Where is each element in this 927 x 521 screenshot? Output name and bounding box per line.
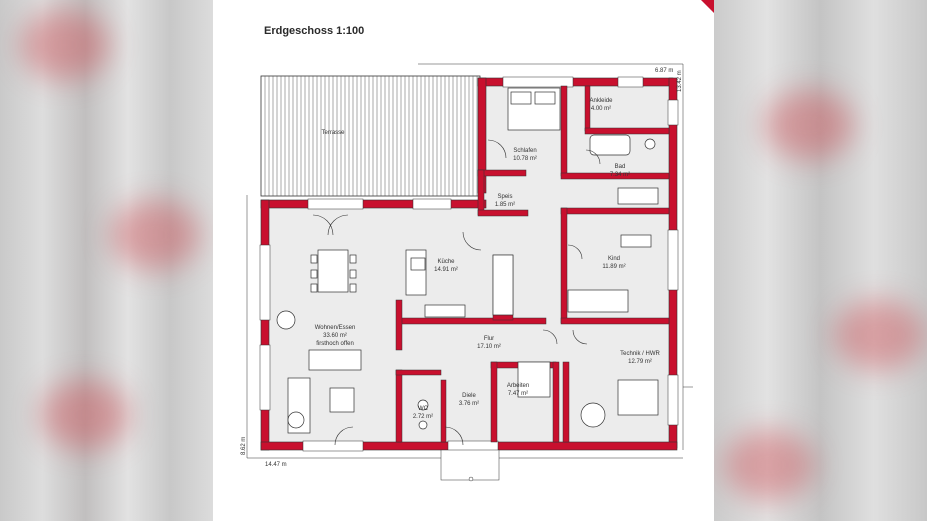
corner-mark (701, 0, 714, 13)
desk-kind (620, 234, 652, 248)
page-title: Erdgeschoss 1:100 (264, 25, 365, 37)
room-wc-area: 2.72 m² (413, 414, 433, 420)
room-wohnen-note: firsthoch offen (316, 341, 354, 347)
wc-toilet (417, 399, 429, 411)
floorplan-page: Erdgeschoss 1:100 (213, 0, 714, 521)
kitchen-counter (405, 249, 427, 296)
room-kueche-name: Küche (437, 259, 455, 265)
room-diele-name: Diele (462, 393, 476, 399)
left-blurred-background (0, 0, 213, 521)
chair (310, 254, 318, 264)
room-terrasse-name: Terrasse (321, 130, 345, 136)
window-openings (259, 76, 679, 452)
room-wohnen-name: Wohnen/Essen (315, 325, 356, 331)
floorplan-drawing: 6.87 m 13.42 m 8.62 m 14.47 m Terrasse S… (241, 0, 714, 482)
armchair (287, 411, 305, 429)
background-blot (110, 200, 200, 270)
room-technik-name: Technik / HWR (620, 351, 660, 357)
cooktop (410, 257, 426, 271)
sofa (308, 349, 362, 371)
sink-cabinet (617, 187, 659, 205)
armchair (276, 310, 296, 330)
room-flur-name: Flur (484, 336, 494, 342)
single-bed (567, 289, 629, 313)
room-schlafen-name: Schlafen (513, 148, 536, 154)
boiler (580, 402, 606, 428)
pillow (510, 91, 532, 105)
room-bad-name: Bad (615, 164, 626, 170)
door-swings (312, 139, 601, 446)
room-diele-area: 3.76 m² (459, 401, 479, 407)
furniture (276, 87, 659, 434)
kitchen-tall-cabinet (492, 254, 514, 316)
dim-top-width: 6.87 m (655, 68, 673, 74)
room-ankleide-area: 4.00 m² (591, 106, 611, 112)
coffee-table (329, 387, 355, 413)
right-blurred-background (714, 0, 927, 521)
room-wc-name: WC (418, 406, 429, 412)
background-blot (764, 90, 854, 160)
kitchen-sink-counter (424, 304, 466, 318)
background-blot (724, 430, 814, 500)
dimension-lines (246, 63, 693, 459)
room-arbeiten-name: Arbeiten (507, 383, 529, 389)
chair (349, 269, 357, 279)
dim-right-height: 13.42 m (677, 70, 683, 92)
technik-units (617, 379, 659, 416)
bathtub (589, 134, 631, 156)
background-blot (40, 380, 130, 450)
room-labels: Terrasse Schlafen 10.78 m² Ankleide 4.00… (315, 98, 661, 420)
room-bad-area: 7.34 m² (610, 172, 630, 178)
chair (310, 283, 318, 293)
wc-basin (418, 420, 428, 430)
dining-table (317, 249, 349, 293)
room-wohnen-area: 33.60 m² (323, 333, 347, 339)
dim-bottom-width: 14.47 m (265, 462, 287, 468)
room-arbeiten-area: 7.47 m² (508, 391, 528, 397)
chair (349, 283, 357, 293)
background-blot (834, 300, 924, 370)
room-technik-area: 12.79 m² (628, 359, 652, 365)
room-ankleide-name: Ankleide (589, 98, 613, 104)
terrace-decking (260, 75, 481, 197)
room-flur-area: 17.10 m² (477, 344, 501, 350)
chair (310, 269, 318, 279)
room-speis-area: 1.85 m² (495, 202, 515, 208)
room-kind-name: Kind (608, 256, 620, 262)
dim-left-height: 8.62 m (241, 437, 247, 455)
room-speis-name: Speis (497, 194, 512, 200)
background-blot (20, 10, 110, 80)
chair (349, 254, 357, 264)
entrance-step (440, 449, 500, 482)
office-desk (517, 361, 551, 398)
room-schlafen-area: 10.78 m² (513, 156, 537, 162)
pillow (534, 91, 556, 105)
toilet (644, 138, 656, 150)
room-kind-area: 11.89 m² (602, 264, 625, 270)
room-kueche-area: 14.91 m² (434, 267, 458, 273)
